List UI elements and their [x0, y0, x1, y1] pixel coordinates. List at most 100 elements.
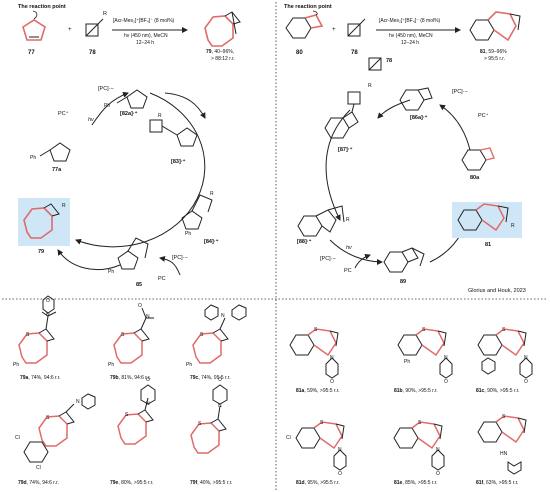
pc-swoop-left [91, 92, 129, 126]
label-78-right: 78 [351, 50, 358, 56]
atom-ph-79a: Ph [13, 362, 20, 368]
yield-rr-left: > 88:12 r.r. [211, 56, 235, 62]
label-80: 80 [296, 50, 303, 56]
atom-ph-79c: Ph [186, 362, 193, 368]
intermediate-84 [181, 194, 213, 230]
caption-81d: 81d, 95%, >95:5 r.r. [296, 481, 340, 486]
atom-o-79a: O [46, 298, 50, 304]
atom-o-79b: O [138, 303, 142, 309]
caption-81f: 81f, 63%, >95:5 r.r. [476, 481, 518, 486]
caption-81d-rest: , 95%, >95:5 r.r. [304, 480, 340, 486]
plus-sign-left: + [68, 27, 72, 33]
yield-summary-right: 81, 59–96% [480, 50, 507, 55]
right-header: The reaction point [284, 4, 332, 10]
intermediate-87 [324, 57, 382, 139]
atom-n-81d: N [338, 447, 342, 453]
tile-79e [117, 384, 156, 445]
reaction-point-pointer [32, 10, 38, 20]
product-79-box [18, 198, 70, 246]
label-77: 77 [28, 50, 35, 56]
caption-79a-rest: , 74%, 94:6 r.r. [28, 375, 61, 381]
tile-79f [190, 384, 228, 454]
atom-o-81b: O [444, 379, 448, 385]
product-81-box [452, 202, 522, 238]
conditions-catalyst-left: [Acr-Mes₂]⁺[BF₄]⁻ (8 mol%) [113, 18, 175, 24]
cycle-arrow-85-79 [57, 249, 121, 271]
caption-79d-id: 79d [18, 480, 27, 486]
caption-79c-rest: , 74%, 95:5 r.r. [198, 375, 231, 381]
caption-79e-id: 79e [110, 480, 119, 486]
pc-swoop-left-2 [159, 256, 181, 276]
atom-cl-79d-1: Cl [15, 435, 20, 441]
caption-79f-rest: , 40%, >95:5 r.r. [197, 480, 233, 486]
r-83: R [158, 113, 162, 119]
atom-s-79f: S [198, 421, 202, 427]
atom-hn-81f: HN [500, 451, 508, 457]
tile-79b [113, 307, 154, 364]
caption-79a-id: 79a [20, 375, 29, 381]
intermediate-85 [117, 237, 149, 270]
atom-s-79e: S [125, 412, 129, 418]
label-83: [83]·⁺ [171, 159, 186, 165]
atom-n-81e: N [436, 447, 440, 453]
atom-s-81b: S [422, 327, 426, 333]
cycle-arc-right [325, 109, 351, 221]
product-81-cycle [457, 203, 509, 232]
tile-79c [192, 304, 247, 364]
tile-79a [18, 295, 57, 364]
intermediate-89 [383, 247, 425, 273]
atom-n-79a: N [46, 312, 50, 318]
yield-summary-left-id: 79 [206, 49, 212, 55]
label-88: [88]·⁺ [297, 239, 312, 245]
atom-o-81a: O [330, 379, 334, 385]
pc-left: PC [158, 276, 166, 282]
yield-rr-right: > 95:5 r.r. [484, 56, 505, 62]
atom-n-79c: N [221, 313, 225, 319]
atom-s-81f: S [502, 414, 506, 420]
pc-swoop-right [439, 104, 471, 151]
atom-s-81a: S [314, 327, 318, 333]
product-81-structure [469, 11, 521, 42]
pc-rad2-right: [PC]·− [320, 256, 336, 262]
intermediate-88 [297, 205, 345, 237]
tile-81e [393, 421, 445, 471]
atom-s-79b: S [121, 332, 125, 338]
atom-s-79a: S [26, 332, 30, 338]
r-label-78: R [103, 11, 107, 17]
atom-n-79b: N [146, 314, 150, 320]
label-87: [87]·⁺ [338, 147, 353, 153]
r-81: R [511, 223, 515, 229]
caption-79a: 79a, 74%, 94:6 r.r. [20, 376, 61, 381]
caption-79d-rest: , 74%, 94:6 r.r. [26, 480, 59, 486]
bicyclobutane-78 [85, 18, 104, 37]
caption-81e-id: 81e [394, 480, 403, 486]
credit-text: Glorius and Houk, 2023 [468, 288, 526, 294]
bicyclobutane-78-right [347, 18, 366, 37]
caption-81b: 81b, 90%, >95:5 r.r. [394, 389, 438, 394]
tile-81a [289, 328, 339, 379]
atom-n-81b: N [444, 355, 448, 361]
atom-n-79f: N [218, 403, 222, 409]
atom-s-79d: S [46, 415, 50, 421]
hv-right: hv [346, 245, 352, 251]
caption-79f-id: 79f [190, 480, 198, 486]
reaction-point-pointer-right [312, 10, 318, 16]
conditions-light-left: hv (450 nm), MeCN [124, 33, 168, 39]
caption-79e-rest: , 80%, >95:5 r.r. [118, 480, 154, 486]
label-81-cycle: 81 [485, 242, 492, 248]
atom-s-81e: S [418, 420, 422, 426]
atom-ph-81b: Ph [404, 359, 411, 365]
atom-s-81d: S [320, 420, 324, 426]
conditions-catalyst-right: [Acr-Mes₂]⁺[BF₄]⁻ (8 mol%) [379, 18, 441, 24]
caption-81e-rest: , 85%, >95:5 r.r. [402, 480, 438, 486]
caption-81d-id: 81d [296, 480, 305, 486]
caption-79d: 79d, 74%, 94:6 r.r. [18, 481, 59, 486]
caption-79f: 79f, 40%, >95:5 r.r. [190, 481, 232, 486]
caption-81c-id: 81c [476, 388, 485, 394]
caption-79c: 79c, 74%, 95:5 r.r. [190, 376, 231, 381]
r-88: R [346, 217, 350, 223]
label-89: 89 [400, 279, 407, 285]
pc-rad-right: [PC]·− [452, 89, 468, 95]
